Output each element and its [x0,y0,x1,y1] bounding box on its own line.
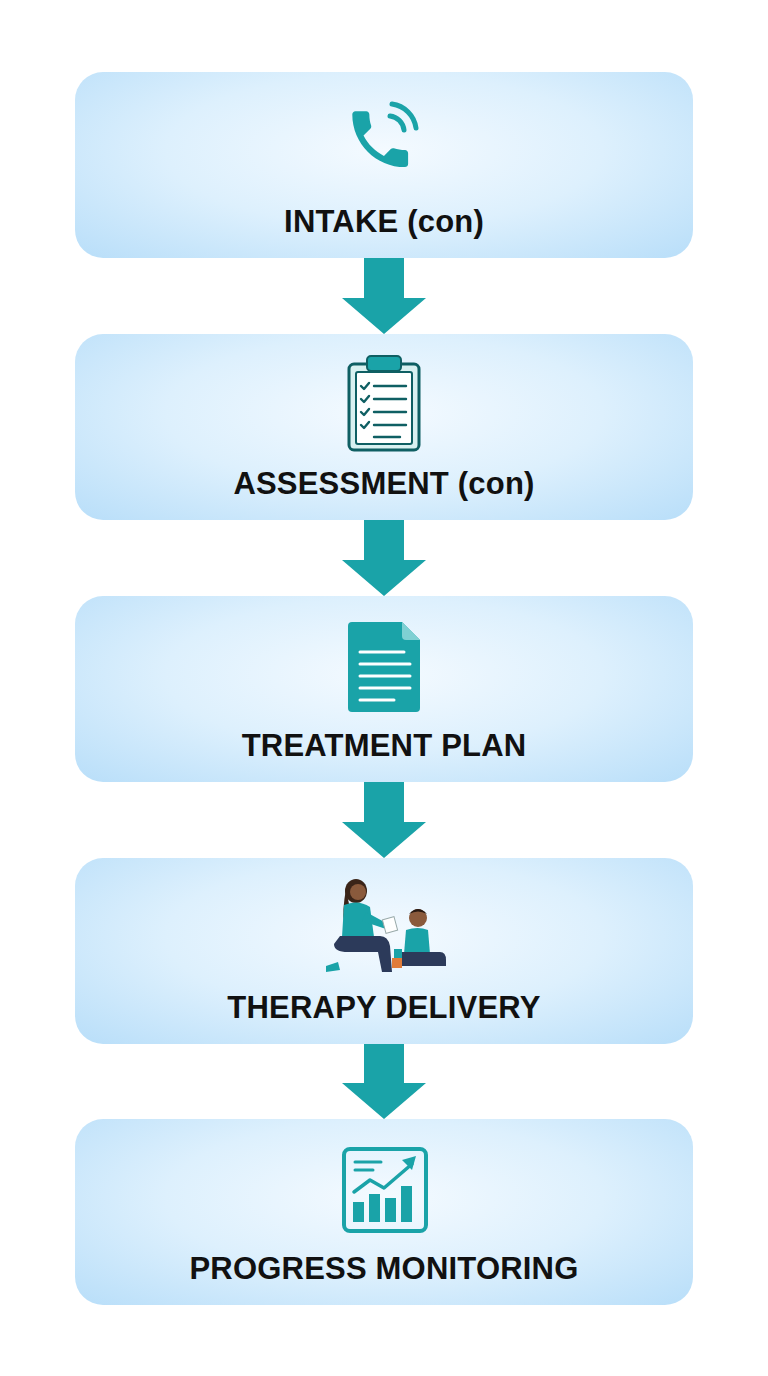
flow-arrow [342,520,426,596]
step-label: INTAKE (con) [284,204,484,240]
process-box: THERAPY DELIVERY [75,858,693,1044]
flow-arrow [342,258,426,334]
process-box: ASSESSMENT (con) [75,334,693,520]
step-label: PROGRESS MONITORING [189,1251,578,1287]
process-box: PROGRESS MONITORING [75,1119,693,1305]
flow-arrow [342,1044,426,1119]
process-box: INTAKE (con) [75,72,693,258]
step-label: ASSESSMENT (con) [233,466,534,502]
process-box: TREATMENT PLAN [75,596,693,782]
flow-arrow [342,782,426,858]
step-label: TREATMENT PLAN [242,728,527,764]
step-label: THERAPY DELIVERY [227,990,540,1026]
